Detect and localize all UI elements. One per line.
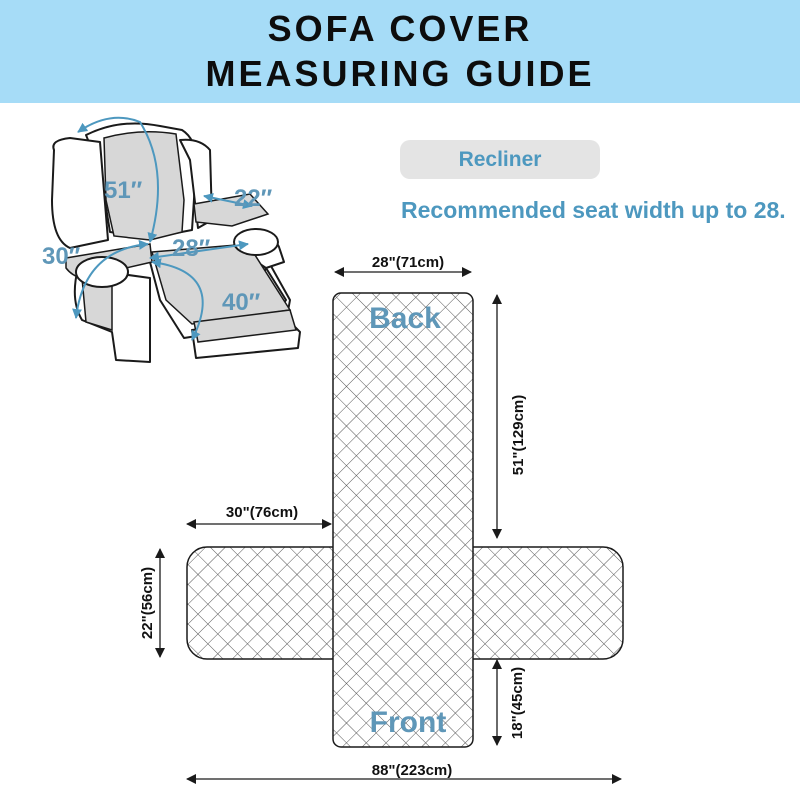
- pattern-back-label: Back: [369, 302, 441, 335]
- label-seat-width: 28″: [172, 235, 211, 262]
- arrow-seat-width: [149, 240, 249, 262]
- dim-arm-width: 22"(56cm): [139, 567, 156, 639]
- left-wing: [51, 137, 109, 249]
- dim-arm-length: 30"(76cm): [226, 504, 298, 521]
- dim-back-length: 51"(129cm): [510, 395, 527, 476]
- dim-top-width: 28"(71cm): [372, 254, 444, 271]
- dimension-labels: 28"(71cm) 51"(129cm) 30"(76cm) 22"(56cm)…: [139, 254, 527, 779]
- header-banner: SOFA COVER MEASURING GUIDE: [0, 0, 800, 103]
- right-arm-pad: [233, 228, 279, 256]
- label-back-length: 51″: [104, 177, 143, 204]
- label-seat-length: 40″: [222, 289, 261, 316]
- product-type-badge: Recliner: [400, 140, 600, 179]
- chair-measure-arrows: [72, 116, 253, 341]
- arrow-back-length: [77, 116, 159, 243]
- recommendation-text: Recommended seat width up to 28.: [401, 197, 786, 223]
- cover-pattern: Back Front: [186, 292, 624, 748]
- title-line-1: SOFA COVER: [267, 8, 533, 49]
- dim-front-length: 18"(45cm): [509, 667, 526, 739]
- pattern-front-label: Front: [370, 706, 447, 739]
- label-arm-length: 30″: [42, 243, 81, 270]
- chair-measure-labels: 51″ 22″ 30″ 28″ 40″: [42, 177, 273, 316]
- title-line-2: MEASURING GUIDE: [205, 53, 595, 94]
- label-arm-depth: 22″: [234, 185, 273, 212]
- pattern-center-strip: [332, 292, 474, 748]
- dim-total-width: 88"(223cm): [372, 762, 453, 779]
- arrow-seat-length: [151, 258, 204, 341]
- arrow-arm-length: [72, 239, 149, 319]
- arrow-arm-depth: [203, 192, 253, 210]
- dimension-lines: [155, 267, 622, 784]
